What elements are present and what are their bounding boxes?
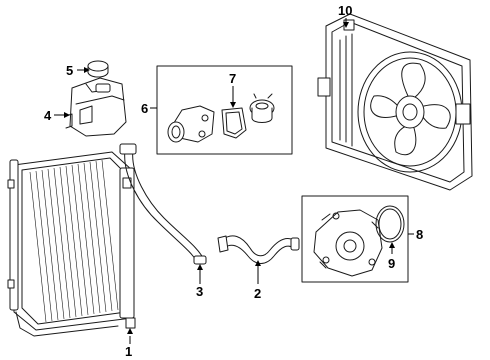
callout-6: 6 [141,101,148,116]
callout-10: 10 [338,3,352,18]
radiator [7,151,136,337]
lower-radiator-hose [217,235,300,264]
callout-4: 4 [44,108,52,123]
fan-shroud-assembly [317,13,473,191]
callout-8: 8 [416,227,423,242]
callout-9: 9 [388,256,395,271]
reservoir-cap [87,60,109,78]
thermostat-housing [167,105,215,143]
callout-1: 1 [125,344,132,359]
callout-3: 3 [196,284,203,299]
thermostat-group-box [156,65,293,155]
thermostat-gasket [221,107,247,139]
coolant-reservoir [65,77,127,137]
water-pump [313,209,383,277]
callout-5: 5 [66,63,73,78]
callout-7: 7 [229,71,236,86]
thermostat [249,93,275,123]
upper-radiator-hose [119,143,207,265]
leader-lines [54,18,414,344]
water-pump-group-box [301,195,409,283]
callout-2: 2 [254,286,261,301]
water-pump-gasket [375,205,405,243]
